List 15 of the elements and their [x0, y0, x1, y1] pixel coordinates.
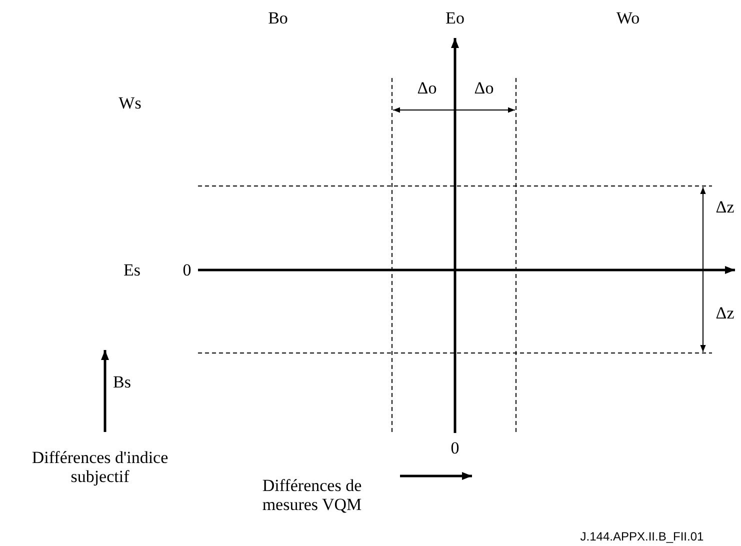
- dimension-label: Δo: [474, 78, 494, 98]
- axis-label: Bo: [268, 8, 288, 28]
- axis-label: Ws: [118, 94, 142, 112]
- origin-label: 0: [450, 438, 460, 458]
- dimension-label: Δz: [716, 304, 734, 322]
- axis-label: Es: [124, 260, 140, 280]
- origin-label: 0: [182, 260, 192, 280]
- axis-label: Bs: [113, 372, 131, 392]
- axis-label: Wo: [616, 8, 640, 28]
- figure-id: J.144.APPX.II.B_FII.01: [580, 528, 704, 546]
- axis-label: Eo: [446, 8, 464, 28]
- axis-title: Différences de mesures VQM: [261, 476, 363, 514]
- axis-title: Différences d'indice subjectif: [30, 448, 170, 486]
- dimension-label: Δo: [417, 78, 437, 98]
- dimension-label: Δz: [716, 198, 734, 216]
